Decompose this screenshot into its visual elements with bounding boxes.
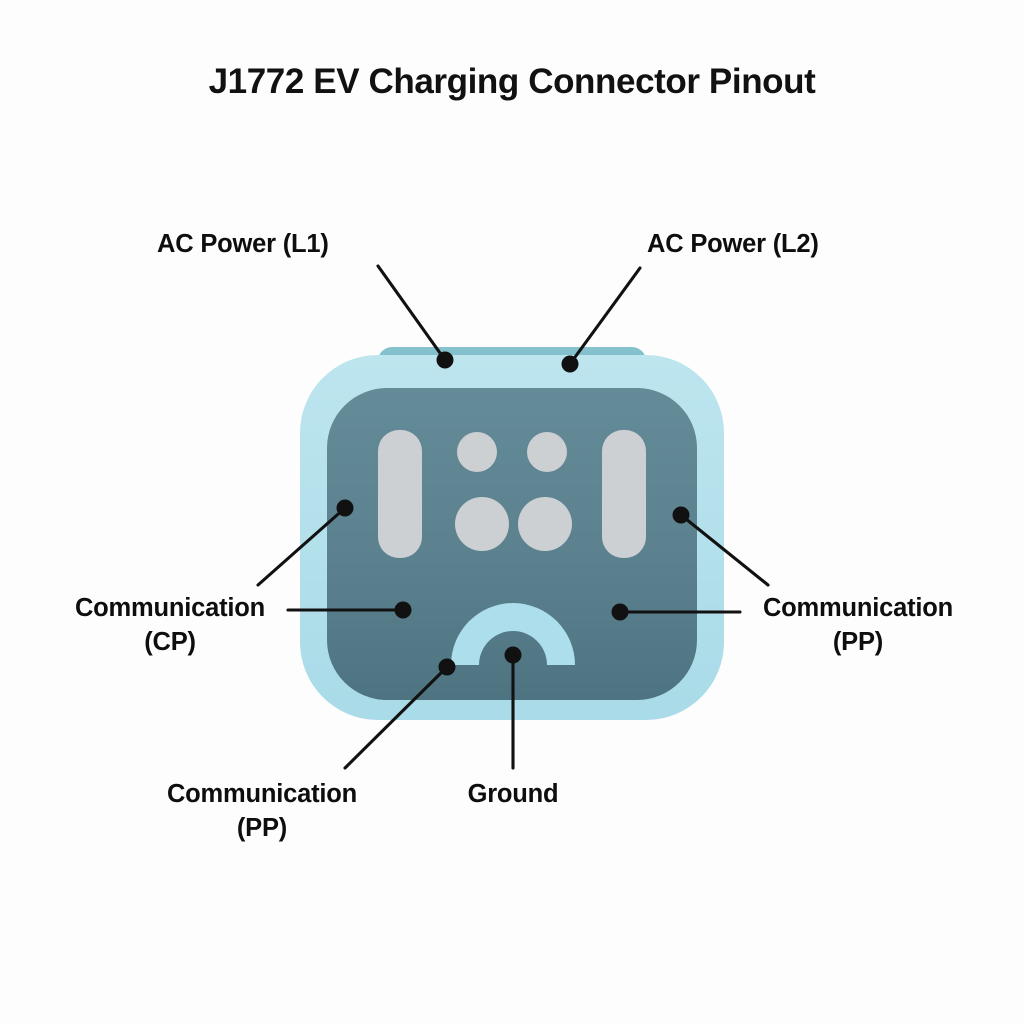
leader-dot-communication-pp-right (672, 506, 690, 524)
pin-ground-arch (451, 603, 575, 665)
pin-communication-cp-small (457, 432, 497, 472)
leader-dot-communication-pp-right-lower (611, 603, 629, 621)
callout-label-communication-pp-right: Communication (PP) (762, 594, 954, 656)
callout-label-ground: Ground (467, 780, 559, 808)
callout-leader-dots (336, 351, 690, 676)
pin-ac-power-l2 (602, 430, 646, 558)
connector-body-group (300, 347, 724, 720)
leader-line-communication-pp-bottom (343, 665, 449, 770)
leader-dot-ac-power-l1 (436, 351, 454, 369)
pin-communication-cp-large (455, 497, 509, 551)
pin-ac-power-l1 (378, 430, 422, 558)
leader-line-communication-cp-left (256, 506, 347, 587)
leader-dot-communication-cp-left (336, 499, 354, 517)
pin-communication-pp-large (518, 497, 572, 551)
callout-label-communication-pp-bottom: Communication (PP) (166, 780, 358, 842)
leader-line-ac-power-l2 (568, 266, 642, 366)
callout-label-ac-power-l2: AC Power (L2) (647, 230, 819, 258)
callout-leader-lines (256, 264, 770, 770)
leader-dot-communication-pp-bottom (438, 658, 456, 676)
leader-line-ac-power-l1 (376, 264, 447, 362)
pin-communication-pp-small (527, 432, 567, 472)
leader-dot-ground (504, 646, 522, 664)
leader-dot-communication-cp-left-lower (394, 601, 412, 619)
leader-dot-ac-power-l2 (561, 355, 579, 373)
callout-label-ac-power-l1: AC Power (L1) (157, 230, 329, 258)
page-title: J1772 EV Charging Connector Pinout (208, 62, 816, 101)
callout-label-communication-cp-left: Communication (CP) (74, 594, 266, 656)
leader-line-communication-pp-right (679, 513, 770, 587)
